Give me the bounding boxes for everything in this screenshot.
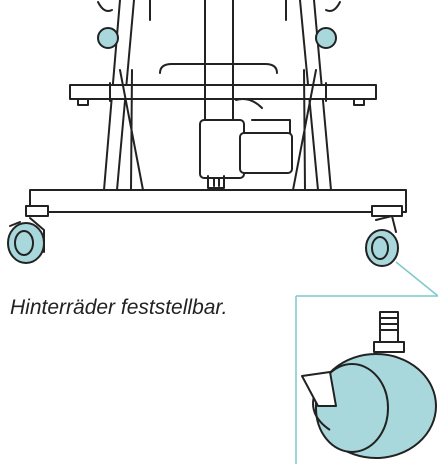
- right-caster-icon: [365, 205, 403, 267]
- diagonal-rails: [119, 69, 317, 191]
- callout-lines: [295, 261, 438, 464]
- left-caster-icon: [7, 205, 49, 264]
- caption-text: Hinterräder feststellbar.: [10, 296, 228, 319]
- middle-crossbar: [69, 82, 377, 106]
- top-right-caster-icon: [315, 27, 337, 49]
- handle-loop: [159, 63, 278, 74]
- detail-caster-icon: [301, 311, 437, 459]
- base-crossbar: [29, 189, 407, 213]
- top-left-caster-icon: [97, 27, 119, 49]
- center-column: [199, 0, 293, 189]
